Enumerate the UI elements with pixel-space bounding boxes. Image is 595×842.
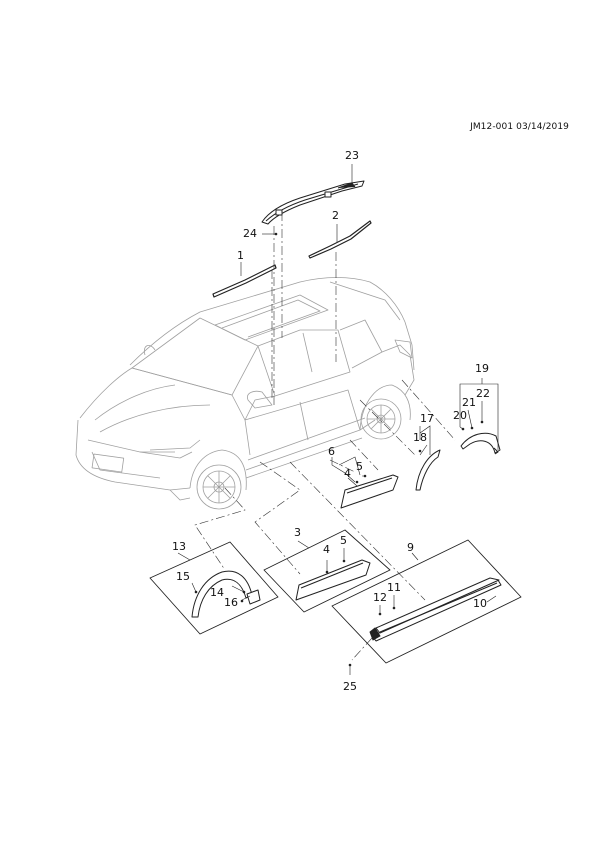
part-wheel-arch-19 (460, 432, 501, 454)
callout-25: 25 (343, 680, 357, 693)
callout-20: 20 (453, 409, 467, 422)
box-3 (263, 529, 391, 613)
callout-17: 17 (420, 412, 434, 425)
callout-18: 18 (413, 431, 427, 444)
document-code: JM12-001 03/14/2019 (470, 122, 569, 132)
part-door-molding-front (295, 559, 371, 601)
callout-21: 21 (462, 396, 476, 409)
callout-6: 6 (328, 445, 335, 458)
callout-12: 12 (373, 591, 387, 604)
callout-11: 11 (387, 581, 401, 594)
part-wheel-molding-17 (415, 449, 441, 491)
callout-5-upper: 5 (356, 460, 363, 473)
callout-9: 9 (407, 541, 414, 554)
leader-lines (177, 164, 499, 675)
callout-14: 14 (210, 586, 224, 599)
callout-4-upper: 4 (344, 467, 351, 480)
callout-16: 16 (224, 596, 238, 609)
callout-24: 24 (243, 227, 257, 240)
box-13 (149, 541, 279, 635)
fastener-dots (194, 232, 484, 667)
callout-23: 23 (345, 149, 359, 162)
callout-1: 1 (237, 249, 244, 262)
part-door-molding-rear (340, 474, 399, 509)
callout-10: 10 (473, 597, 487, 610)
reference-lines (194, 212, 456, 661)
callout-22: 22 (476, 387, 490, 400)
callout-2: 2 (332, 209, 339, 222)
callout-3: 3 (294, 526, 301, 539)
callout-13: 13 (172, 540, 186, 553)
part-molding-2 (308, 220, 372, 259)
box-9 (331, 539, 522, 664)
callout-15: 15 (176, 570, 190, 583)
callout-5-lower: 5 (340, 534, 347, 547)
parts (149, 180, 522, 664)
part-roof-rail (261, 180, 365, 225)
callout-19: 19 (475, 362, 489, 375)
vehicle-outline (75, 277, 415, 510)
part-molding-1 (212, 264, 277, 298)
callout-4-lower: 4 (323, 543, 330, 556)
